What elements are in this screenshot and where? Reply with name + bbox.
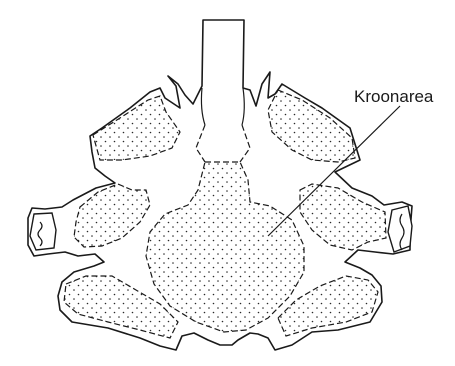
left-end-cap [30,213,56,250]
annotation-label: Kroonarea [354,87,434,106]
